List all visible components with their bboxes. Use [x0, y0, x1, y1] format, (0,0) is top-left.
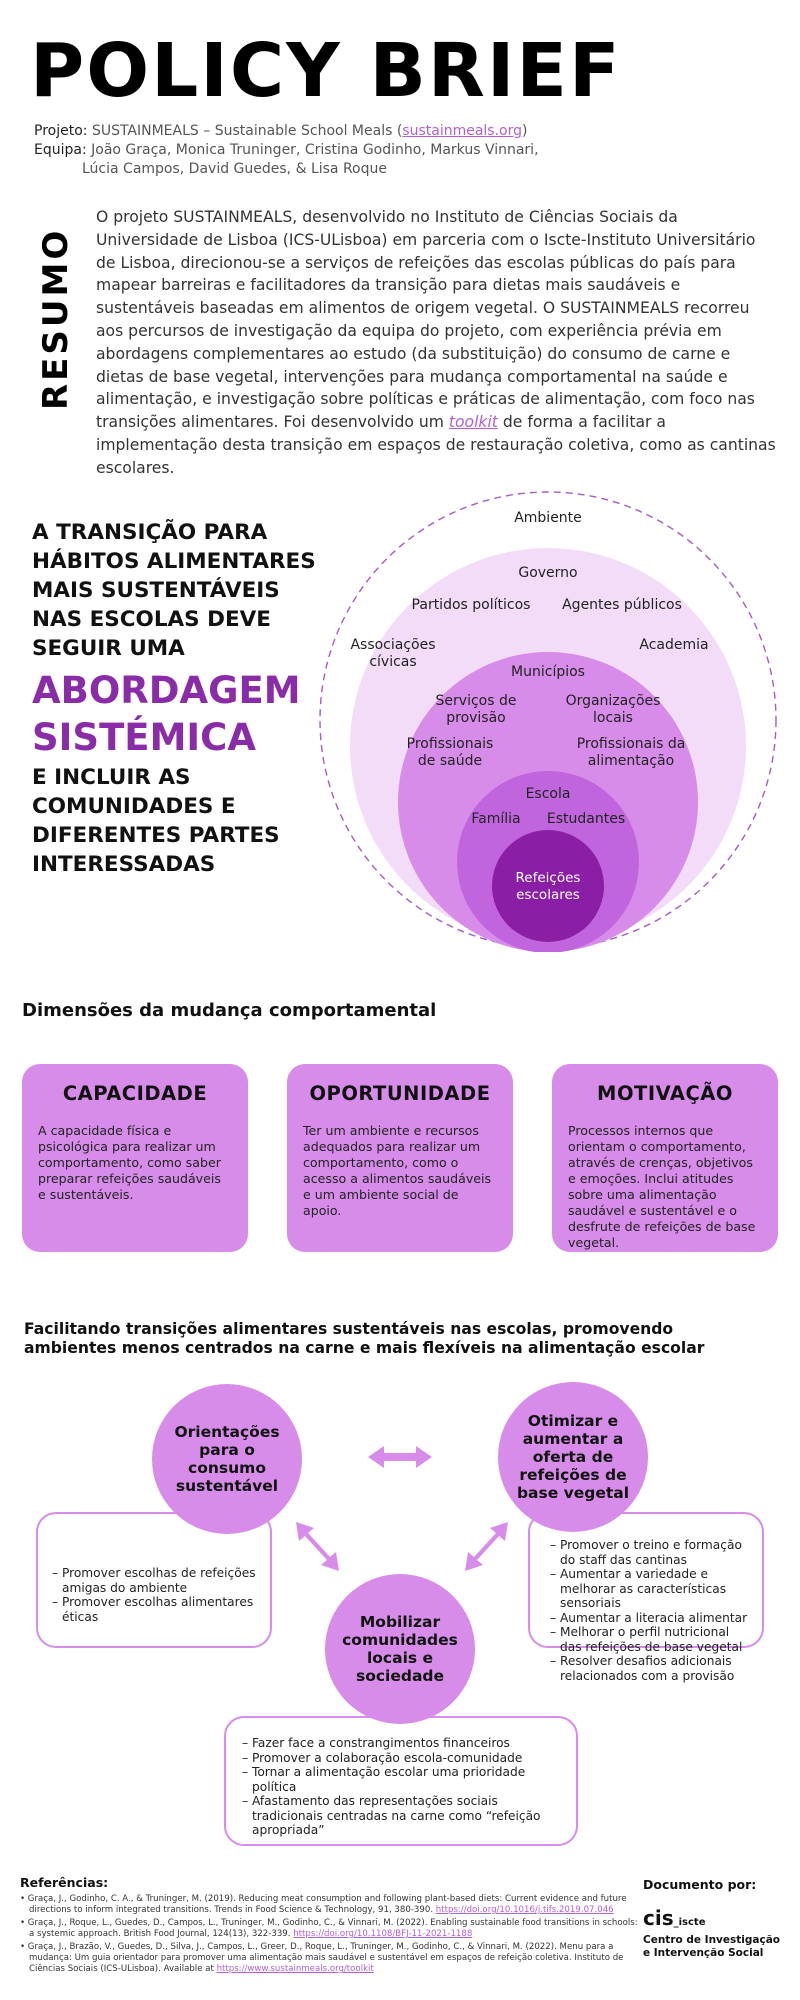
reference-item: • Graça, J., Godinho, C. A., & Truninger… [20, 1894, 640, 1916]
label-ambiente: Ambiente [514, 510, 582, 526]
label-refeicoes-2: escolares [516, 887, 580, 903]
documento-por-label: Documento por: [643, 1877, 757, 1892]
list-item: – Promover escolhas alimentares éticas [52, 1595, 254, 1624]
list-item: – Fazer face a constrangimentos financei… [242, 1736, 510, 1750]
label-escola: Escola [526, 786, 571, 802]
label-estudantes: Estudantes [547, 811, 625, 827]
box-mobilizar: – Fazer face a constrangimentos financei… [224, 1716, 578, 1846]
card-text: Ter um ambiente e recursos adequados par… [303, 1123, 492, 1218]
transition-line2: E INCLUIR AS COMUNIDADES E DIFERENTES PA… [32, 765, 280, 877]
transition-highlight: ABORDAGEM SISTÉMICA [32, 669, 301, 759]
reference-text: • Graça, J., Brazão, V., Guedes, D., Sil… [20, 1942, 624, 1974]
transition-line1: A TRANSIÇÃO PARA HÁBITOS ALIMENTARES MAI… [32, 520, 316, 661]
label-prof-saude-1: Profissionais [407, 736, 494, 752]
projeto-label: Projeto: [34, 123, 88, 139]
resumo-text: O projeto SUSTAINMEALS, desenvolvido no … [96, 206, 776, 480]
reference-link[interactable]: https://doi.org/10.1108/BFJ-11-2021-1188 [293, 1929, 473, 1939]
card-text: Processos internos que orientam o compor… [568, 1123, 756, 1250]
arrow-double-left-diagonal [296, 1522, 339, 1571]
list-item: – Promover a colaboração escola-comunida… [242, 1750, 523, 1765]
logo-sub: _iscte [673, 1917, 706, 1928]
facilitando-heading: Facilitando transições alimentares suste… [24, 1320, 705, 1357]
arrow-double-right-diagonal [465, 1522, 508, 1571]
reference-text: • Graça, J., Roque, L., Guedes, D., Camp… [20, 1918, 638, 1939]
box-orientacoes: – Promover escolhas de refeições amigas … [36, 1512, 272, 1648]
label-prof-saude-2: de saúde [418, 753, 482, 769]
dimensoes-heading: Dimensões da mudança comportamental [22, 1000, 437, 1021]
cycle-arrows [296, 1446, 508, 1571]
bubble-label: Otimizar e aumentar a oferta de refeiçõe… [516, 1412, 630, 1502]
transition-statement: A TRANSIÇÃO PARA HÁBITOS ALIMENTARES MAI… [32, 518, 322, 879]
project-meta: Projeto: SUSTAINMEALS – Sustainable Scho… [34, 122, 539, 179]
ring-refeicoes [492, 830, 604, 942]
logo-main: cis [643, 1906, 674, 1930]
resumo-text-before: O projeto SUSTAINMEALS, desenvolvido no … [96, 208, 756, 432]
resumo-text-after: de forma a facilitar a implementação des… [96, 413, 776, 477]
bubble-mobilizar: Mobilizar comunidades locais e sociedade [325, 1574, 475, 1724]
reference-item: • Graça, J., Roque, L., Guedes, D., Camp… [20, 1918, 640, 1940]
page-title: POLICY BRIEF [30, 28, 622, 114]
list-item: – Afastamento das representações sociais… [242, 1794, 541, 1837]
equipa-line1: João Graça, Monica Truninger, Cristina G… [91, 142, 539, 158]
resumo-label: RESUMO [36, 227, 76, 410]
label-agentes: Agentes públicos [562, 597, 682, 613]
label-prof-alim-1: Profissionais da [577, 736, 686, 752]
list-item: – Melhorar o perfil nutricional das refe… [550, 1625, 743, 1654]
label-prof-alim-2: alimentação [588, 753, 674, 769]
reference-link[interactable]: https://doi.org/10.1016/j.tifs.2019.07.0… [435, 1905, 614, 1915]
card-title: OPORTUNIDADE [309, 1082, 491, 1105]
projeto-close: ) [522, 123, 528, 139]
projeto-value: SUSTAINMEALS – Sustainable School Meals … [91, 123, 403, 139]
team-line: Equipa: João Graça, Monica Truninger, Cr… [34, 141, 539, 160]
toolkit-link[interactable]: toolkit [448, 413, 498, 432]
list-item: – Aumentar a variedade e melhorar as car… [550, 1567, 727, 1610]
bubble-otimizar: Otimizar e aumentar a oferta de refeiçõe… [498, 1382, 648, 1532]
reference-text: • Graça, J., Godinho, C. A., & Truninger… [20, 1894, 627, 1915]
card-motivacao: MOTIVAÇÃO Processos internos que orienta… [552, 1064, 778, 1252]
bubble-label: Mobilizar comunidades locais e sociedade [342, 1613, 458, 1685]
documento-por: Documento por: cis_iscte Centro de Inves… [643, 1877, 793, 1960]
label-org-2: locais [593, 710, 633, 726]
label-partidos: Partidos políticos [412, 597, 531, 613]
projeto-link[interactable]: sustainmeals.org [402, 123, 523, 139]
systemic-diagram: Ambiente Governo Partidos políticos Agen… [316, 488, 780, 953]
label-refeicoes-1: Refeições [516, 870, 581, 886]
list-item: – Tornar a alimentação escolar uma prior… [242, 1765, 526, 1794]
reference-link[interactable]: https://www.sustainmeals.org/toolkit [216, 1964, 374, 1974]
label-assoc-2: cívicas [369, 654, 416, 670]
references-heading: Referências: [20, 1875, 109, 1890]
label-academia: Academia [639, 637, 708, 653]
list-item: – Promover escolhas de refeições amigas … [52, 1566, 256, 1595]
list-item: – Promover o treino e formação do staff … [550, 1538, 742, 1567]
equipa-label: Equipa: [34, 142, 87, 158]
cis-iscte-logo: cis_iscte [643, 1906, 793, 1930]
label-familia: Família [471, 811, 520, 827]
label-org-1: Organizações [566, 693, 661, 709]
list-item: – Aumentar a literacia alimentar [550, 1610, 748, 1625]
bubble-label: Orientações para o consumo sustentável [174, 1423, 280, 1495]
card-title: MOTIVAÇÃO [597, 1082, 733, 1105]
systemic-diagram-svg: Ambiente Governo Partidos políticos Agen… [319, 491, 777, 953]
center-name-line1: Centro de Investigação [643, 1934, 781, 1946]
box-otimizar: – Promover o treino e formação do staff … [528, 1512, 764, 1683]
card-capacidade: CAPACIDADE A capacidade física e psicoló… [22, 1064, 248, 1252]
label-servicos-2: provisão [446, 710, 506, 726]
list-item: – Resolver desafios adicionais relaciona… [550, 1654, 735, 1683]
label-municipios: Municípios [511, 664, 585, 680]
card-title: CAPACIDADE [62, 1082, 208, 1105]
reference-item: • Graça, J., Brazão, V., Guedes, D., Sil… [20, 1942, 640, 1975]
card-text: A capacidade física e psicológica para r… [38, 1123, 221, 1202]
label-servicos-1: Serviços de [436, 693, 517, 709]
arrow-double-horizontal [368, 1446, 432, 1468]
bubble-orientacoes: Orientações para o consumo sustentável [152, 1384, 302, 1534]
label-governo: Governo [518, 565, 577, 581]
center-name: Centro de Investigação e Intervenção Soc… [643, 1934, 793, 1960]
center-name-line2: e Intervenção Social [643, 1947, 764, 1959]
project-line: Projeto: SUSTAINMEALS – Sustainable Scho… [34, 122, 539, 141]
equipa-line2: Lúcia Campos, David Guedes, & Lisa Roque [82, 161, 387, 177]
label-assoc-1: Associações [350, 637, 435, 653]
references: Referências: • Graça, J., Godinho, C. A.… [20, 1875, 640, 1977]
card-oportunidade: OPORTUNIDADE Ter um ambiente e recursos … [287, 1064, 513, 1252]
